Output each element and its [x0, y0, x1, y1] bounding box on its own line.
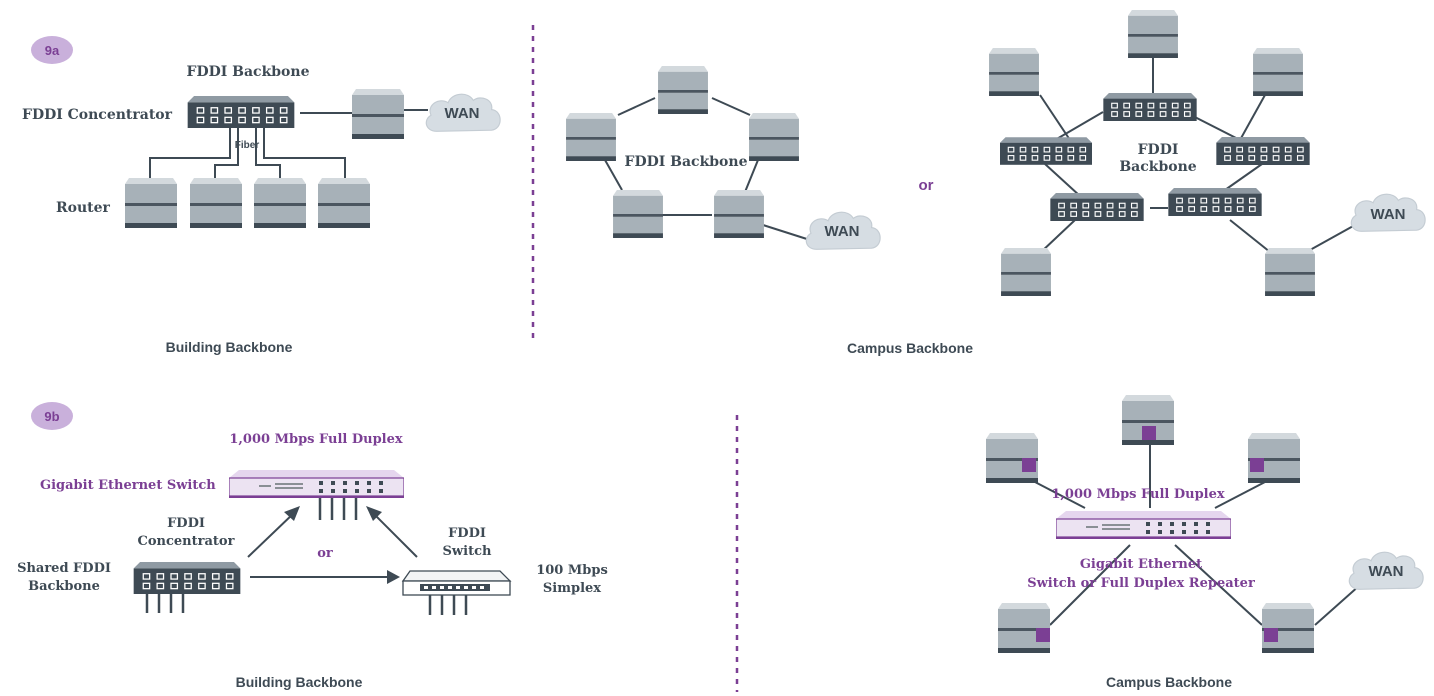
backbone-label: Backbone [1119, 159, 1196, 175]
fddi-switch-label-1: FDDI [448, 526, 486, 541]
fddi-concentrator-icon [186, 96, 296, 128]
fddi-switch-icon [401, 570, 512, 596]
wan-cloud-icon: WAN [1348, 551, 1424, 590]
server-icon [1122, 395, 1174, 445]
svg-text:WAN: WAN [825, 223, 860, 240]
wan-cloud-icon: WAN [425, 93, 501, 132]
svg-text:WAN: WAN [1371, 206, 1406, 223]
concentrator-label-2: Concentrator [138, 534, 235, 549]
router-icon [125, 178, 177, 228]
or-label: or [919, 177, 934, 194]
ring-router-icon [658, 66, 708, 114]
fddi-label: FDDI [1138, 142, 1179, 158]
wan-cloud-icon: WAN [1350, 193, 1426, 232]
gigabit-switch-icon [229, 470, 404, 498]
or-label: or [317, 546, 333, 561]
figure-b-building: 1,000 Mbps Full Duplex Gigabit Ethernet … [17, 432, 608, 690]
server-icon [1248, 433, 1300, 483]
badge-9b: 9b [31, 402, 73, 430]
simplex-label-1: 100 Mbps [536, 563, 608, 578]
gigabit-switch-label-1: Gigabit Ethernet [1080, 557, 1202, 572]
fddi-switch-icon [1167, 188, 1263, 216]
gigabit-switch-label: Gigabit Ethernet Switch [40, 478, 216, 493]
edge-router-icon [1128, 10, 1178, 58]
simplex-label-2: Simplex [543, 581, 601, 596]
fddi-switch-label-2: Switch [443, 544, 492, 559]
full-duplex-label: 1,000 Mbps Full Duplex [1051, 487, 1225, 502]
switch-ports [145, 498, 468, 615]
building-backbone-caption: Building Backbone [166, 339, 293, 355]
edge-router-icon [989, 48, 1039, 96]
fddi-concentrator-label: FDDI Concentrator [22, 107, 173, 123]
ring-router-icon [749, 113, 799, 161]
figure-a-campus: FDDI Backbone WAN or FDDI Backbone WAN C… [566, 10, 1426, 356]
campus-connections [1034, 444, 1361, 626]
fddi-switch-icon [1215, 137, 1311, 165]
router-label: Router [56, 200, 111, 216]
building-backbone-caption: Building Backbone [236, 674, 363, 690]
router-icon [190, 178, 242, 228]
server-icon [986, 433, 1038, 483]
figure-a-building: FDDI Backbone FDDI Concentrator WAN Fibe… [22, 64, 501, 355]
ring-router-icon [613, 190, 663, 238]
gigabit-switch-icon [1056, 510, 1231, 540]
server-icon [1262, 603, 1314, 653]
svg-text:WAN: WAN [445, 105, 480, 122]
ring-router-icon [566, 113, 616, 161]
fddi-switch-icon [1049, 193, 1145, 221]
figure-b-campus: 1,000 Mbps Full Duplex Gigabit Ethernet … [986, 395, 1424, 690]
svg-text:WAN: WAN [1369, 563, 1404, 580]
edge-router-icon [1265, 248, 1315, 296]
fiber-label: Fiber [235, 140, 260, 151]
badge-9a: 9a [31, 36, 73, 64]
fddi-concentrator-icon [132, 562, 242, 594]
svg-text:9a: 9a [45, 43, 60, 58]
wan-router-icon [352, 89, 404, 139]
shared-backbone-label-2: Backbone [28, 579, 100, 594]
wan-cloud-icon: WAN [805, 211, 881, 250]
fiber-connections [149, 109, 428, 178]
edge-router-icon [1001, 248, 1051, 296]
fddi-switch-icon [1102, 93, 1198, 121]
concentrator-label-1: FDDI [167, 516, 205, 531]
arrows [247, 506, 418, 584]
campus-backbone-caption: Campus Backbone [1106, 674, 1232, 690]
router-icon [318, 178, 370, 228]
shared-backbone-label-1: Shared FDDI [17, 561, 111, 576]
fddi-backbone-title: FDDI Backbone [187, 64, 310, 80]
router-icon [254, 178, 306, 228]
edge-router-icon [1253, 48, 1303, 96]
ring-fddi-backbone-label: FDDI Backbone [625, 154, 748, 170]
ring-connections [604, 57, 1356, 254]
svg-text:9b: 9b [44, 409, 59, 424]
ring-router-icon [714, 190, 764, 238]
server-icon [998, 603, 1050, 653]
full-duplex-label: 1,000 Mbps Full Duplex [229, 432, 403, 447]
gigabit-switch-label-2: Switch or Full Duplex Repeater [1027, 576, 1255, 591]
fddi-switch-icon [1000, 137, 1092, 165]
campus-backbone-caption: Campus Backbone [847, 340, 973, 356]
